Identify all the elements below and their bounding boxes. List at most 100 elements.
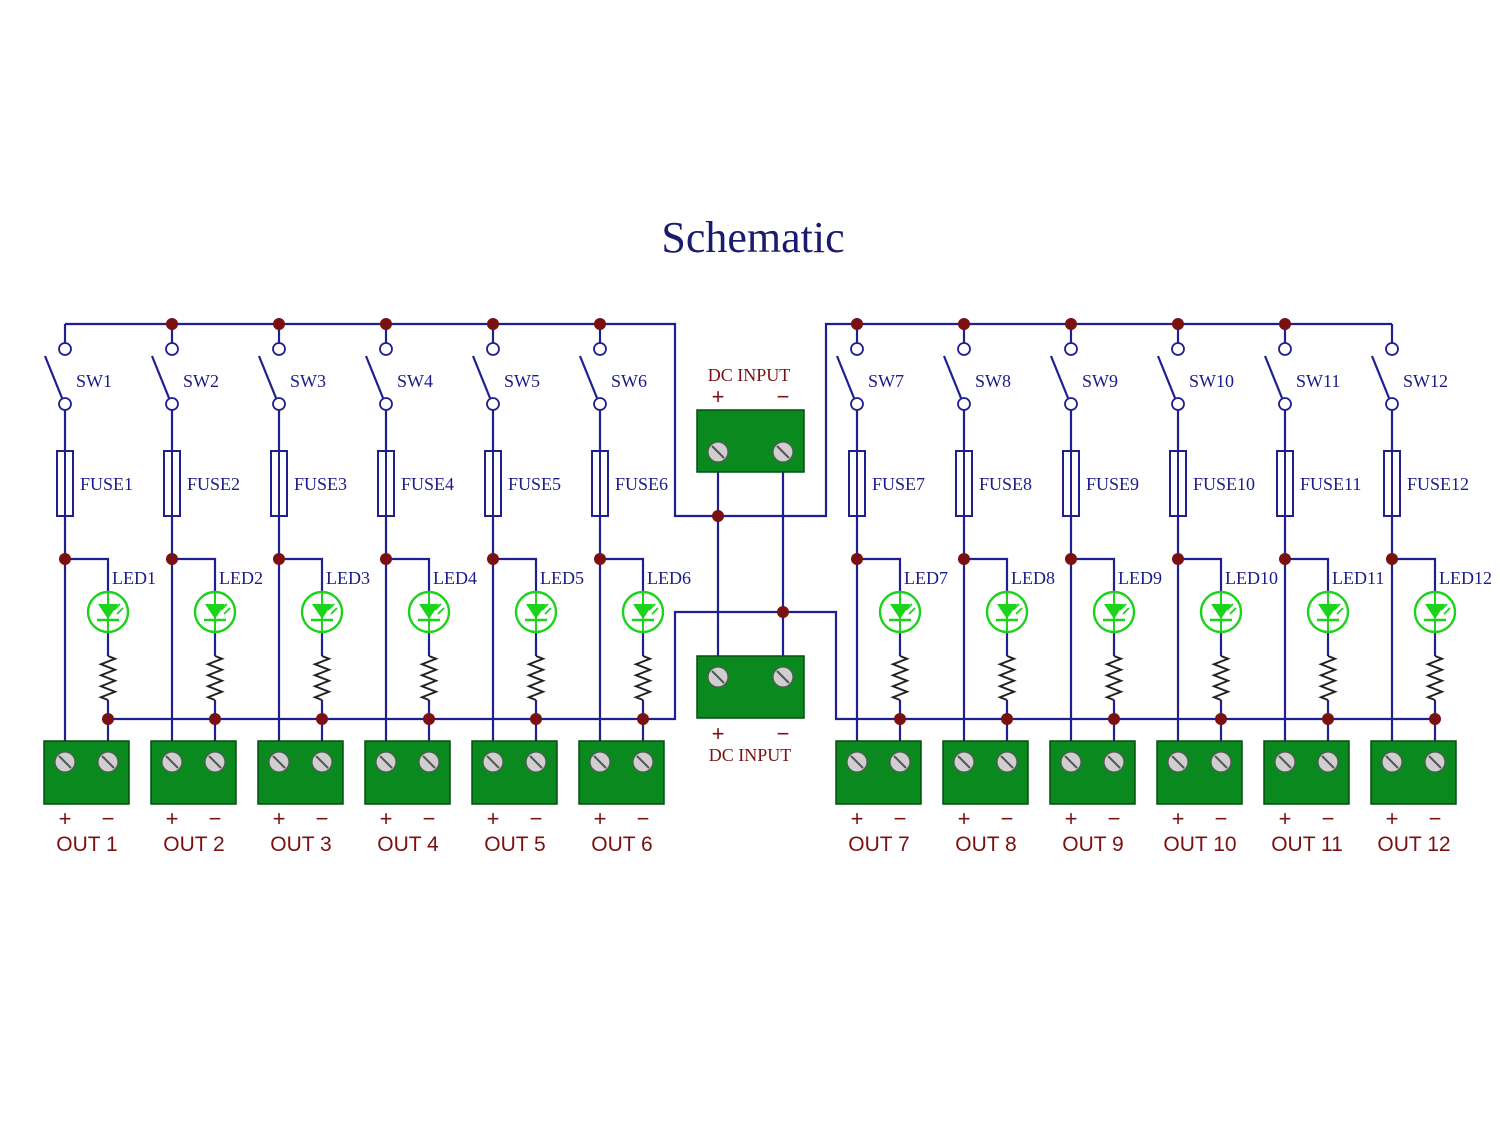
junction-dot — [423, 713, 435, 725]
fuse-label: FUSE12 — [1407, 474, 1469, 494]
junction-dot — [273, 553, 285, 565]
switch-lever — [578, 355, 599, 399]
switch-label: SW6 — [611, 371, 647, 391]
output-plus-sign: + — [166, 806, 179, 831]
junction-dot — [851, 553, 863, 565]
screw-slot — [1107, 755, 1121, 769]
terminal-block-body — [1370, 740, 1457, 805]
led-light-arrows — [1226, 603, 1237, 615]
led-icon — [1092, 590, 1136, 634]
output-label: OUT 6 — [591, 833, 652, 856]
switch-contact-top — [165, 342, 179, 356]
led-light-arrows — [113, 603, 124, 615]
resistor-zigzag — [1104, 655, 1124, 701]
junction-dot — [1065, 318, 1077, 330]
switch-lever — [835, 355, 856, 399]
screw-slot — [1000, 755, 1014, 769]
output-terminal-block — [150, 740, 237, 805]
led-label: LED8 — [1011, 568, 1055, 588]
led-feed-wire — [600, 557, 645, 592]
fuse-label: FUSE6 — [615, 474, 668, 494]
dc-input-top-label: DC INPUT — [708, 365, 791, 385]
output-plus-sign: + — [273, 806, 286, 831]
screw-slot — [1385, 755, 1399, 769]
output-terminal-block — [835, 740, 922, 805]
switch-label: SW8 — [975, 371, 1011, 391]
output-minus-sign: − — [894, 806, 907, 831]
screw-slot — [776, 445, 790, 459]
output-minus-sign: − — [209, 806, 222, 831]
screw-slot — [315, 755, 329, 769]
output-minus-sign: − — [1215, 806, 1228, 831]
led-label: LED12 — [1439, 568, 1492, 588]
output-plus-sign: + — [851, 806, 864, 831]
switch-label: SW10 — [1189, 371, 1234, 391]
terminal-block-body — [150, 740, 237, 805]
dc-input-bottom-plus: + — [712, 721, 725, 746]
led-icon — [1413, 590, 1457, 634]
screw-slot — [957, 755, 971, 769]
switch-contact-bottom — [593, 397, 607, 411]
led-feed-wire — [279, 557, 324, 592]
led-light-arrows — [648, 603, 659, 615]
led-feed-wire — [386, 557, 431, 592]
output-terminal-block — [471, 740, 558, 805]
junction-dot — [487, 553, 499, 565]
junction-dot — [1279, 318, 1291, 330]
output-terminal-block — [942, 740, 1029, 805]
junction-dot — [777, 606, 789, 618]
terminal-block-body — [364, 740, 451, 805]
resistor-zigzag — [1425, 655, 1445, 701]
resistor-zigzag — [419, 655, 439, 701]
led-icon — [985, 590, 1029, 634]
terminal-block-body — [835, 740, 922, 805]
led-label: LED5 — [540, 568, 584, 588]
output-label: OUT 9 — [1062, 833, 1123, 856]
negative-bus-left — [108, 610, 783, 721]
junction-dot — [380, 553, 392, 565]
dc-input-section: DC INPUT + − + − DC INPUT — [708, 365, 792, 765]
switch-lever — [257, 355, 278, 399]
led-feed-wire — [1285, 557, 1330, 592]
terminal-block-body — [1156, 740, 1243, 805]
output-label: OUT 7 — [848, 833, 909, 856]
screw-slot — [1171, 755, 1185, 769]
dc-input-terminal-bottom — [696, 655, 805, 719]
switch-contact-top — [957, 342, 971, 356]
switch-contact-bottom — [165, 397, 179, 411]
junction-dot — [594, 553, 606, 565]
screw-slot — [1064, 755, 1078, 769]
junction-dot — [1108, 713, 1120, 725]
output-plus-sign: + — [59, 806, 72, 831]
resistor-zigzag — [890, 655, 910, 701]
switch-contact-top — [272, 342, 286, 356]
junction-dot — [530, 713, 542, 725]
terminal-block-body — [43, 740, 130, 805]
junction-dot — [1172, 318, 1184, 330]
output-minus-sign: − — [530, 806, 543, 831]
led-label: LED11 — [1332, 568, 1384, 588]
output-label: OUT 12 — [1377, 833, 1450, 856]
screw-slot — [776, 670, 790, 684]
fuse-label: FUSE1 — [80, 474, 133, 494]
junction-dot — [894, 713, 906, 725]
switch-label: SW9 — [1082, 371, 1118, 391]
terminal-block-body — [471, 740, 558, 805]
junction-dot — [380, 318, 392, 330]
output-label: OUT 1 — [56, 833, 117, 856]
switch-contact-bottom — [957, 397, 971, 411]
switch-contact-bottom — [272, 397, 286, 411]
junction-dot — [102, 713, 114, 725]
screw-slot — [1278, 755, 1292, 769]
junction-dot — [958, 553, 970, 565]
screw-slot — [379, 755, 393, 769]
junction-dot — [209, 713, 221, 725]
output-label: OUT 3 — [270, 833, 331, 856]
terminal-block-body — [1049, 740, 1136, 805]
switch-lever — [1156, 355, 1177, 399]
dc-input-bottom-minus: − — [777, 721, 790, 746]
led-icon — [193, 590, 237, 634]
screw-slot — [1214, 755, 1228, 769]
